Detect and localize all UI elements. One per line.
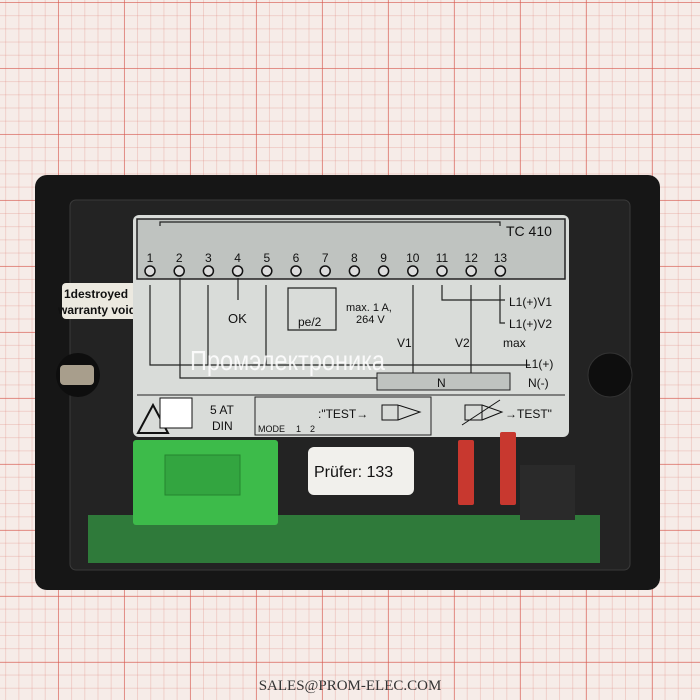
l1-v1-label: L1(+)V1: [509, 295, 552, 309]
terminal-screw-icon: [261, 265, 273, 277]
terminal-screw-icon: [348, 265, 361, 277]
valve1-label: V1: [397, 336, 412, 350]
flame-icon: [381, 404, 422, 421]
mode-pos1: 1: [296, 424, 301, 434]
pin-header: [520, 465, 575, 520]
model-label: TC 410: [506, 223, 552, 239]
watermark: Промэлектроника: [190, 345, 385, 376]
terminal-number: 11: [436, 251, 449, 265]
fuse-rating-1: 5 AT: [210, 403, 234, 417]
jumper-pin-1[interactable]: [458, 440, 474, 505]
terminal-screw-icon: [465, 265, 477, 277]
terminal-number: 12: [465, 251, 479, 265]
footer-email: SALES@PROM-ELEC.COM: [258, 678, 442, 694]
neutral-bar: [376, 372, 511, 391]
terminal-number: 8: [351, 251, 358, 265]
warranty-line1: 1destroyed: [64, 287, 128, 301]
terminal-screw-icon: [290, 265, 302, 277]
terminal-screw-icon: [202, 265, 215, 277]
terminal-number: 13: [494, 251, 508, 265]
terminal-number: 10: [406, 251, 420, 265]
pressure-label: pe/2: [298, 315, 322, 329]
screw-icon: [60, 365, 94, 385]
mode-label: MODE: [258, 424, 285, 434]
terminal-screw-icon: [377, 265, 390, 277]
alarm-rating-1: max. 1 A,: [346, 302, 392, 314]
flame-off-icon: [461, 399, 504, 426]
terminal-number: 5: [263, 251, 270, 265]
terminal-screw-icon: [319, 265, 331, 277]
test-on-label: :"TEST→: [318, 407, 368, 421]
test-off-label: →TEST": [505, 407, 552, 421]
mode-section: [254, 396, 432, 436]
terminal-number: 6: [293, 251, 300, 265]
l1-v2-label: L1(+)V2: [509, 317, 552, 331]
inspector-label: [308, 447, 414, 495]
alarm-rating-2: 264 V: [356, 314, 385, 326]
terminal-screw-icon: [231, 265, 244, 277]
terminal-screw-icon: [173, 265, 185, 277]
terminal-screw-icon: [494, 265, 507, 277]
terminal-screw-icon: [407, 265, 419, 277]
l1-label: L1(+): [525, 357, 553, 371]
terminal-number: 4: [234, 251, 241, 265]
mount-hole-right: [587, 352, 633, 398]
terminal-number: 2: [176, 251, 183, 265]
ok-label: OK: [228, 311, 247, 326]
manual-icon: [159, 397, 193, 429]
neutral-label: N(-): [528, 376, 549, 390]
terminal-number: 3: [205, 251, 212, 265]
thermo-max-label: max: [503, 336, 526, 350]
neutral-bar-label: N: [437, 376, 446, 390]
terminal-number: 7: [322, 251, 329, 265]
warranty-line2: warranty void: [57, 303, 136, 317]
jumper-pin-2[interactable]: [500, 432, 516, 505]
terminal-number: 9: [380, 251, 387, 265]
terminal-screw-icon: [436, 265, 448, 277]
fuse-rating-2: DIN: [212, 419, 233, 433]
warranty-sticker: [62, 283, 137, 319]
terminal-screw-icon: [144, 265, 156, 277]
inspector-label-text: Prüfer: 133: [314, 464, 393, 481]
mode-pos2: 2: [310, 424, 315, 434]
terminal-number: 1: [147, 251, 154, 265]
wiring-lines: [149, 221, 530, 380]
valve2-label: V2: [455, 336, 470, 350]
